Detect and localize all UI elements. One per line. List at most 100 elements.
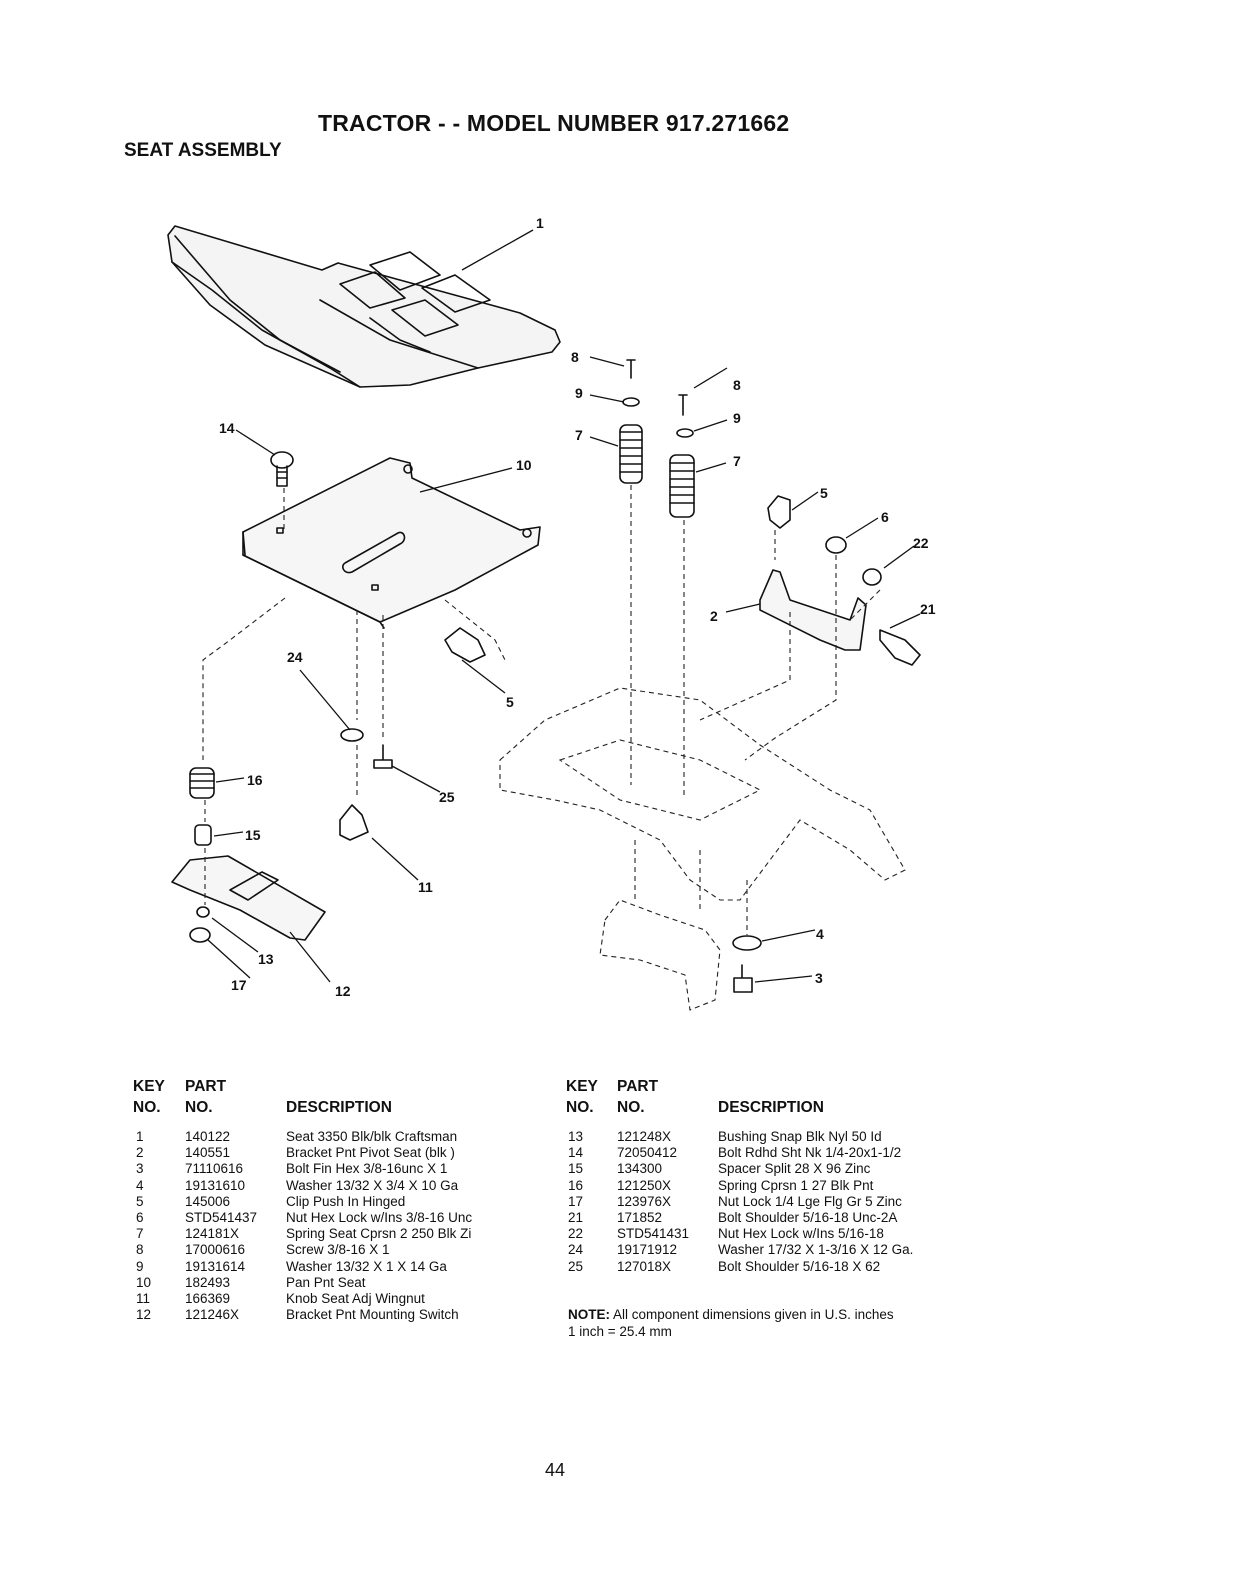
note-text: All component dimensions given in U.S. i…: [613, 1307, 894, 1322]
svg-text:14: 14: [219, 420, 235, 436]
pivot-bracket-part: [759, 569, 867, 651]
part-number-cell: 17000616: [185, 1242, 246, 1258]
svg-text:9: 9: [733, 410, 741, 426]
description-cell: Washer 13/32 X 1 X 14 Ga: [286, 1258, 447, 1274]
bushing-13-part: [196, 906, 210, 918]
description-cell: Clip Push In Hinged: [286, 1193, 406, 1209]
washer-9-left: [622, 397, 640, 407]
key-cell: 2: [136, 1145, 144, 1161]
bolt-14-part: [270, 451, 294, 487]
key-cell: 3: [136, 1161, 144, 1177]
key-cell: 16: [568, 1177, 584, 1193]
key-cell: 13: [568, 1129, 584, 1144]
section-title: SEAT ASSEMBLY: [124, 140, 282, 161]
key-cell: 21: [568, 1210, 584, 1225]
dimension-note: NOTE: All component dimensions given in …: [568, 1306, 894, 1340]
part-number-cell: 166369: [185, 1291, 231, 1306]
svg-text:7: 7: [575, 427, 583, 443]
svg-text:9: 9: [575, 385, 583, 401]
col-part-header: PART: [185, 1078, 227, 1095]
clip-5-center: [444, 627, 486, 663]
switch-bracket-12-part: [171, 855, 326, 941]
part-number-cell: STD541431: [617, 1226, 690, 1242]
svg-text:12: 12: [335, 983, 351, 999]
description-cell: Seat 3350 Blk/blk Craftsman: [286, 1129, 458, 1144]
svg-text:3: 3: [815, 970, 823, 986]
svg-text:8: 8: [571, 349, 579, 365]
switch-slot: [229, 871, 279, 901]
part-number-cell: 19131610: [185, 1177, 246, 1193]
leader-lines: [207, 229, 921, 983]
part-number-cell: 182493: [185, 1274, 231, 1290]
part-number-cell: 140122: [185, 1129, 231, 1144]
svg-text:4: 4: [816, 926, 824, 942]
col-key-header: KEY: [566, 1078, 598, 1095]
svg-text:22: 22: [913, 535, 929, 551]
nut-17-part: [189, 927, 211, 943]
key-cell: 14: [568, 1145, 584, 1161]
key-cell: 12: [136, 1307, 152, 1323]
washer-24-part: [340, 728, 364, 742]
description-cell: Nut Hex Lock w/Ins 3/8-16 Unc: [286, 1210, 473, 1225]
bolt-21-part: [879, 629, 921, 666]
svg-text:11: 11: [418, 879, 433, 895]
key-cell: 6: [136, 1210, 144, 1225]
description-cell: Nut Hex Lock w/Ins 5/16-18: [718, 1226, 884, 1242]
svg-text:7: 7: [733, 453, 741, 469]
description-cell: Screw 3/8-16 X 1: [286, 1242, 390, 1258]
col-key-header: KEY: [133, 1078, 165, 1095]
col-part-header: PART: [617, 1078, 659, 1095]
seat-pan-part: [242, 457, 541, 629]
key-cell: 5: [136, 1193, 144, 1209]
svg-text:15: 15: [245, 827, 261, 843]
spring-16-part: [189, 767, 215, 799]
spring-7-right: [669, 454, 695, 518]
svg-text:10: 10: [516, 457, 532, 473]
page-title: TRACTOR - - MODEL NUMBER 917.271662: [318, 110, 790, 136]
nut-6-part: [825, 536, 847, 554]
part-number-cell: 140551: [185, 1145, 231, 1161]
key-cell: 24: [568, 1242, 584, 1258]
part-number-cell: 123976X: [617, 1193, 672, 1209]
note-label: NOTE:: [568, 1307, 610, 1322]
description-cell: Washer 17/32 X 1-3/16 X 12 Ga.: [718, 1242, 914, 1258]
part-number-cell: 71110616: [185, 1161, 244, 1177]
description-cell: Bracket Pnt Mounting Switch: [286, 1307, 459, 1323]
part-number-cell: 19131614: [185, 1258, 246, 1274]
key-cell: 7: [136, 1226, 144, 1242]
key-cell: 15: [568, 1161, 584, 1177]
screw-8-right: [678, 394, 688, 416]
description-cell: Bushing Snap Blk Nyl 50 Id: [718, 1129, 882, 1144]
key-cell: 25: [568, 1258, 584, 1274]
part-number-cell: 124181X: [185, 1226, 240, 1242]
svg-text:24: 24: [287, 649, 303, 665]
part-number-cell: STD541437: [185, 1210, 258, 1225]
svg-text:5: 5: [820, 485, 828, 501]
key-cell: 4: [136, 1177, 144, 1193]
col-part-no-header: NO.: [617, 1099, 645, 1116]
key-cell: 22: [568, 1226, 584, 1242]
key-cell: 9: [136, 1258, 144, 1274]
key-cell: 10: [136, 1274, 152, 1290]
description-cell: Spring Cprsn 1 27 Blk Pnt: [718, 1177, 874, 1193]
svg-text:17: 17: [231, 977, 247, 993]
bolt-3-part: [733, 964, 753, 993]
nut-22-part: [862, 568, 882, 586]
description-cell: Knob Seat Adj Wingnut: [286, 1291, 425, 1306]
col-key-no-header: NO.: [566, 1099, 594, 1116]
col-part-no-header: NO.: [185, 1099, 213, 1116]
description-cell: Washer 13/32 X 3/4 X 10 Ga: [286, 1177, 459, 1193]
part-number-cell: 121250X: [617, 1177, 672, 1193]
description-cell: Bracket Pnt Pivot Seat (blk ): [286, 1145, 455, 1161]
description-cell: Nut Lock 1/4 Lge Flg Gr 5 Zinc: [718, 1193, 902, 1209]
description-cell: Bolt Shoulder 5/16-18 Unc-2A: [718, 1210, 898, 1225]
description-cell: Bolt Rdhd Sht Nk 1/4-20x1-1/2: [718, 1145, 902, 1161]
part-number-cell: 72050412: [617, 1145, 678, 1161]
part-number-cell: 171852: [617, 1210, 663, 1225]
svg-text:13: 13: [258, 951, 274, 967]
washer-4-part: [732, 935, 762, 951]
key-cell: 8: [136, 1242, 144, 1258]
description-cell: Pan Pnt Seat: [286, 1274, 366, 1290]
part-number-cell: 19171912: [617, 1242, 678, 1258]
svg-text:2: 2: [710, 608, 718, 624]
